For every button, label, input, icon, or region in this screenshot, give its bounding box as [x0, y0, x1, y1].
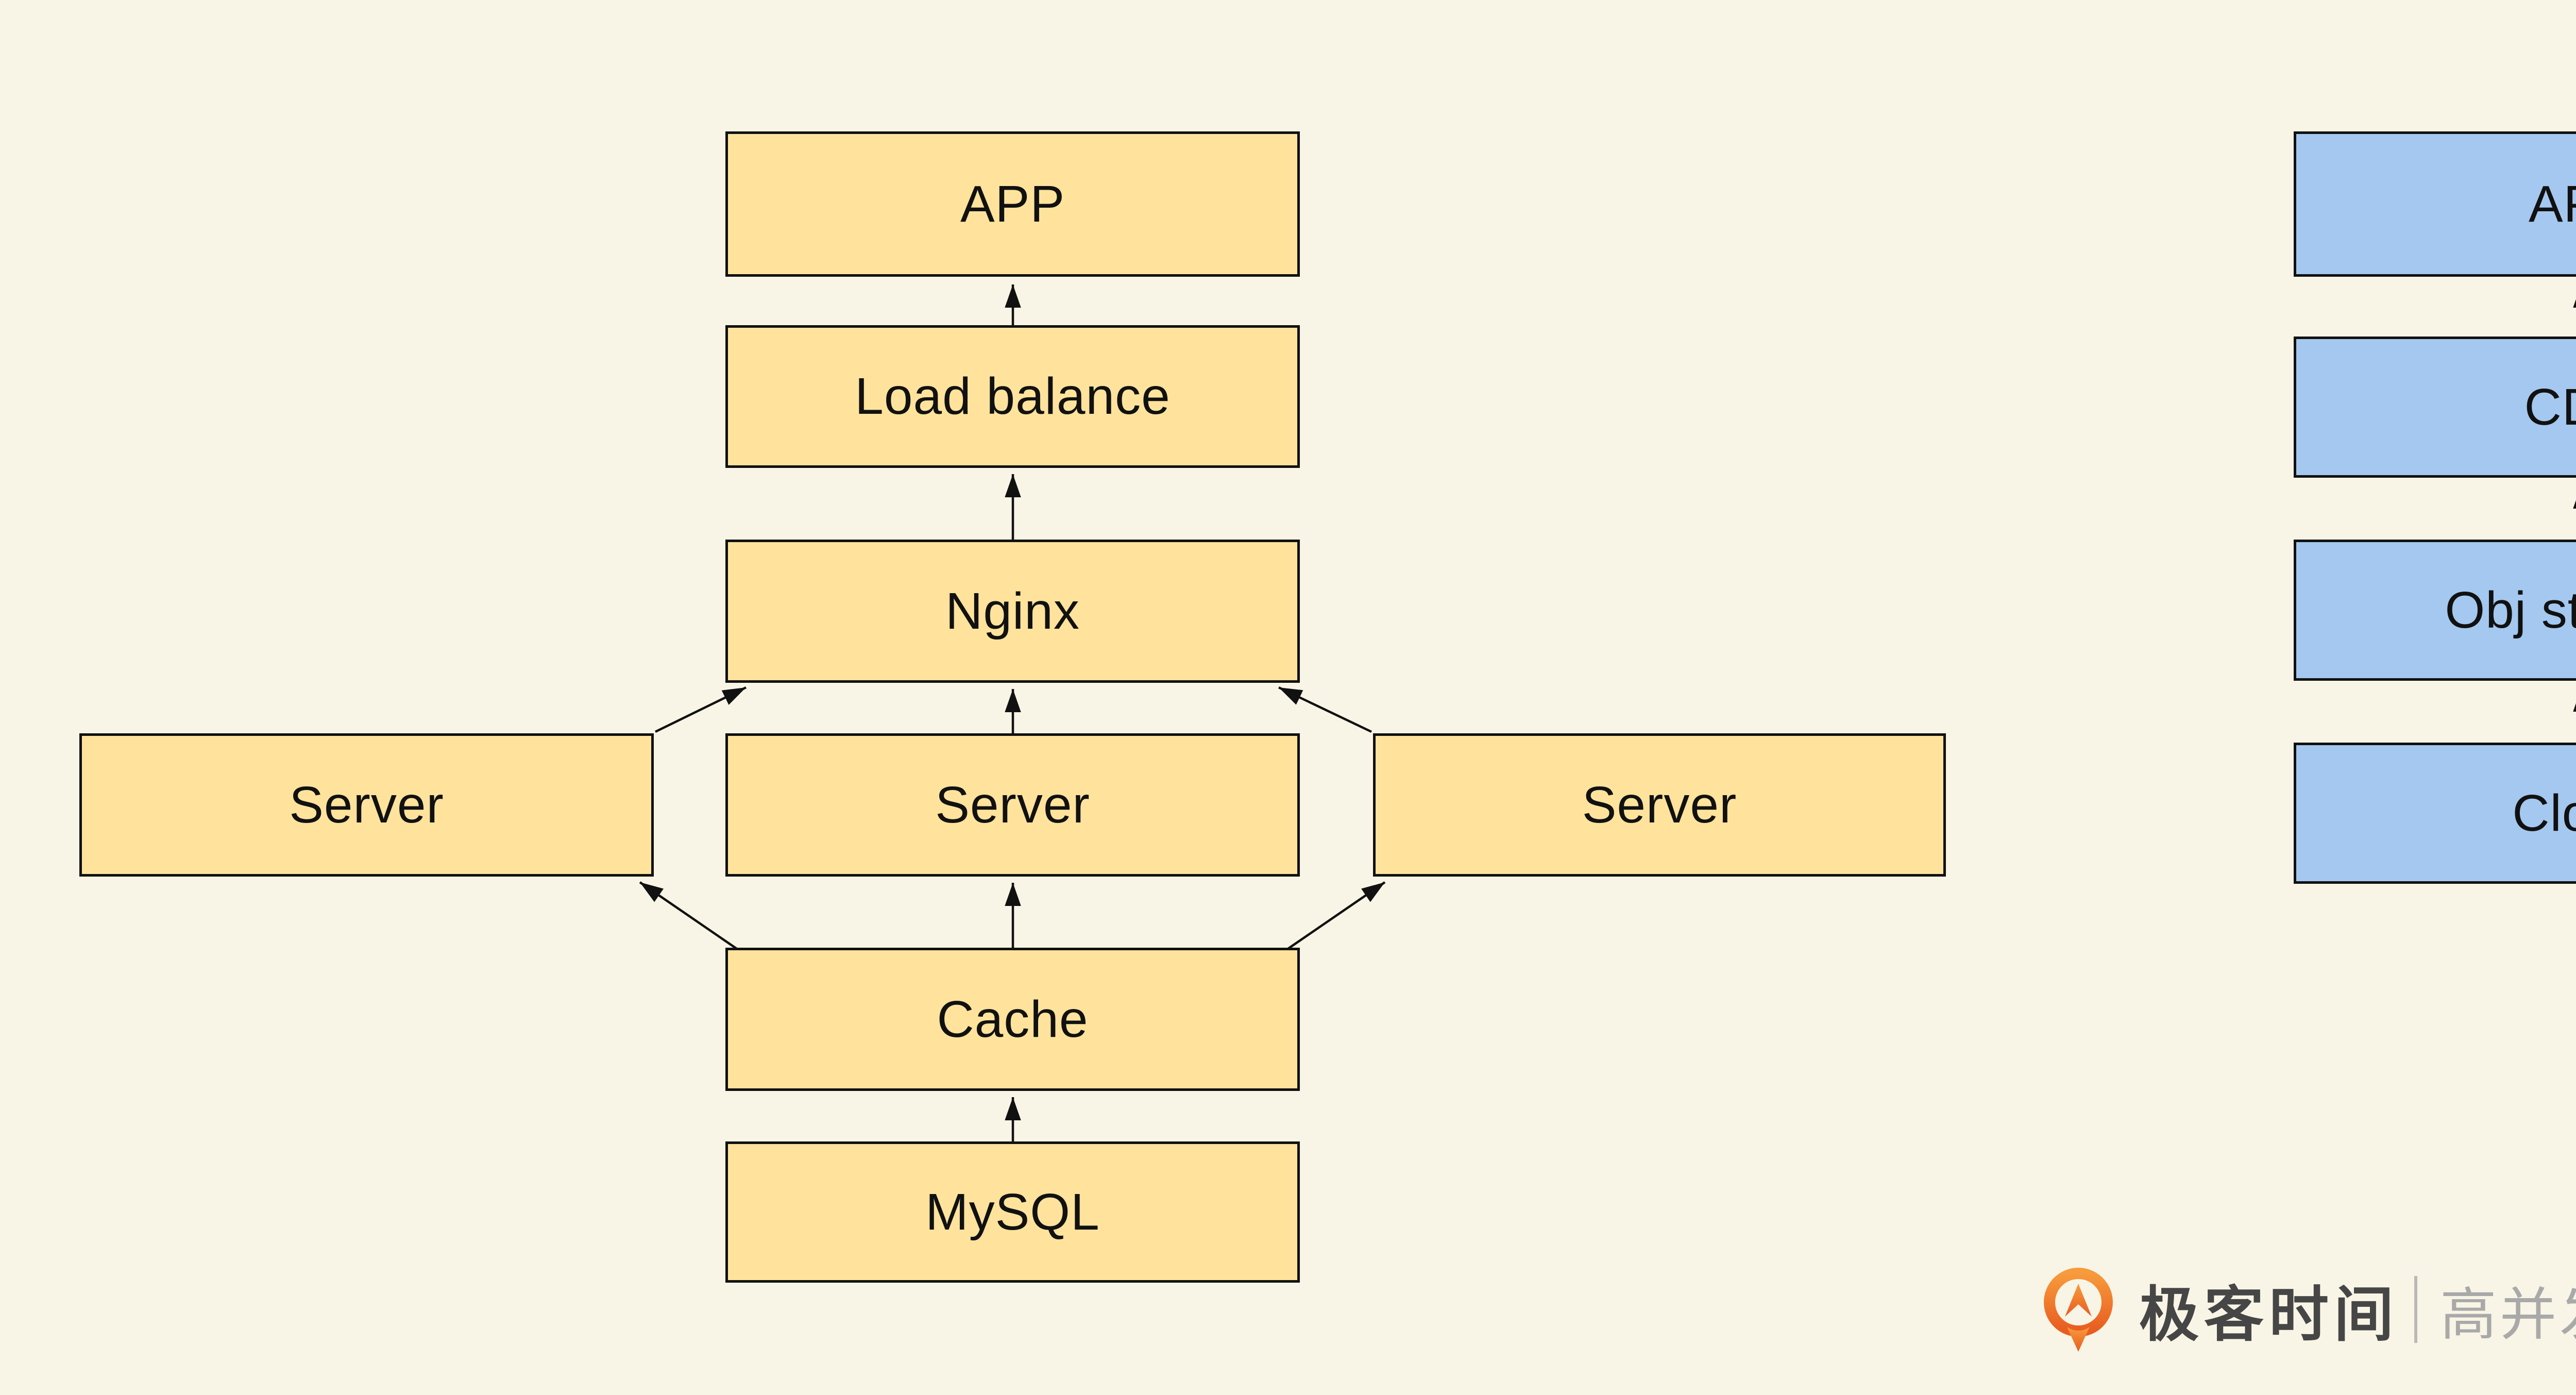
node-mysql: MySQL — [725, 1141, 1300, 1283]
node-label: Nginx — [945, 582, 1080, 640]
node-label: Cloud — [2512, 784, 2576, 842]
node-label: Server — [289, 776, 444, 834]
brand-text: 极客时间 — [2139, 1281, 2399, 1348]
arrow-serverright-to-nginx — [1278, 686, 1372, 733]
node-label: Server — [935, 776, 1090, 834]
footer-watermark: 极客时间 高并发系统实战@蓝天 — [2039, 1265, 2576, 1354]
node-server-mid: Server — [725, 733, 1300, 877]
node-label: Obj storage — [2445, 581, 2576, 639]
node-label: APP — [2528, 175, 2576, 233]
node-server-left: Server — [79, 733, 654, 877]
node-label: Cache — [937, 990, 1089, 1048]
node-app-right: APP — [2294, 131, 2576, 277]
node-label: Server — [1582, 776, 1737, 834]
node-load-balance: Load balance — [725, 325, 1300, 468]
node-server-right: Server — [1373, 733, 1946, 877]
arrow-cache-to-serverleft — [639, 881, 738, 950]
geektime-logo-icon — [2044, 1268, 2113, 1352]
node-label: CDN — [2524, 378, 2576, 436]
node-label: MySQL — [925, 1183, 1100, 1241]
node-nginx: Nginx — [725, 540, 1300, 683]
node-obj-storage: Obj storage — [2294, 540, 2576, 681]
node-cdn: CDN — [2294, 337, 2576, 478]
node-label: Load balance — [855, 367, 1171, 425]
node-label: APP — [960, 175, 1065, 233]
caption-text: 高并发系统实战@蓝天 — [2440, 1283, 2576, 1347]
arrow-cache-to-serverright — [1287, 881, 1386, 950]
node-app-left: APP — [725, 131, 1300, 277]
arrow-serverleft-to-nginx — [655, 686, 747, 733]
node-cache: Cache — [725, 948, 1300, 1091]
node-cloud: Cloud — [2294, 743, 2576, 884]
separator-bar — [2414, 1276, 2417, 1343]
